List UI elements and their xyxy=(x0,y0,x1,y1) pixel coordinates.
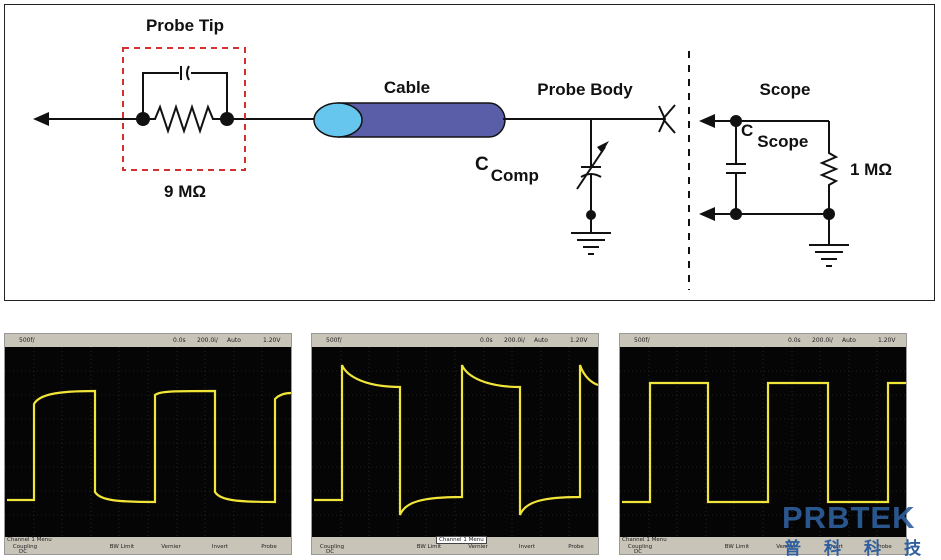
scope-timebase: 500f/ xyxy=(634,337,650,344)
scope-mode: Auto xyxy=(227,337,241,344)
scope-delay: 0.0s xyxy=(173,337,186,344)
softkey-bw-limit[interactable]: BW Limit xyxy=(416,544,442,550)
scope-softkey-bar: Channel 1 Menu Coupling DC BW Limit Vern… xyxy=(312,536,598,555)
scope-waveform-display xyxy=(5,347,291,538)
scope-label: Scope xyxy=(759,80,810,99)
softkey-invert[interactable]: Invert xyxy=(211,544,229,550)
scope-screen-properly-compensated: 500f/ 0.0s 200.0i/ Auto 1.20V Channel 1 … xyxy=(619,333,907,555)
scope-screen-under-compensated: 500f/ 0.0s 200.0i/ Auto 1.20V Channel 1 … xyxy=(4,333,292,555)
scope-menu-title: Channel 1 Menu xyxy=(622,537,667,543)
ground-icon xyxy=(571,232,611,255)
probe-tip-label: Probe Tip xyxy=(146,16,224,35)
c-scope-label: CScope xyxy=(741,121,808,151)
scope-timebase: 500f/ xyxy=(19,337,35,344)
probe-tip-box xyxy=(122,47,246,171)
softkey-bw-limit[interactable]: BW Limit xyxy=(109,544,135,550)
softkey-coupling[interactable]: Coupling xyxy=(627,544,653,550)
scope-top-bar: 500f/ 0.0s 200.0i/ Auto 1.20V xyxy=(5,334,291,347)
scope-resistance-label: 1 MΩ xyxy=(850,160,892,179)
scope-trigger-level: 1.20V xyxy=(878,337,896,344)
left-arrow xyxy=(33,112,49,126)
softkey-coupling-value: DC xyxy=(634,549,643,555)
scope-menu-title: Channel 1 Menu xyxy=(436,536,487,544)
softkey-vernier[interactable]: Vernier xyxy=(776,544,796,550)
softkey-probe[interactable]: Probe xyxy=(876,544,892,550)
softkey-probe[interactable]: Probe xyxy=(568,544,584,550)
scope-top-bar: 500f/ 0.0s 200.0i/ Auto 1.20V xyxy=(620,334,906,347)
cable-icon xyxy=(313,102,506,138)
scope-mode: Auto xyxy=(534,337,548,344)
waveform-trace xyxy=(7,389,291,504)
scope-time-div: 200.0i/ xyxy=(812,337,833,344)
scope-delay: 0.0s xyxy=(788,337,801,344)
scope-top-bar: 500f/ 0.0s 200.0i/ Auto 1.20V xyxy=(312,334,598,347)
probe-tip-resistance-label: 9 MΩ xyxy=(164,182,206,201)
softkey-invert[interactable]: Invert xyxy=(518,544,536,550)
probe-schematic: Probe Tip 9 MΩ Cable Probe Body xyxy=(33,16,892,290)
softkey-coupling[interactable]: Coupling xyxy=(12,544,38,550)
softkey-coupling-value: DC xyxy=(19,549,28,555)
scope-delay: 0.0s xyxy=(480,337,493,344)
scope-waveform-display xyxy=(620,347,906,538)
scope-screen-over-compensated: 500f/ 0.0s 200.0i/ Auto 1.20V Channel 1 … xyxy=(311,333,599,555)
scope-waveform-display xyxy=(312,347,598,538)
waveform-trace xyxy=(314,364,598,516)
softkey-coupling-value: DC xyxy=(326,549,335,555)
probe-tip-rc-network xyxy=(136,65,234,135)
scope-mode: Auto xyxy=(842,337,856,344)
prbtek-watermark-logo: PRBTEK 普科科技 xyxy=(782,500,932,559)
probe-body-label: Probe Body xyxy=(537,80,633,99)
scope-trigger-level: 1.20V xyxy=(570,337,588,344)
waveform-trace xyxy=(622,381,906,504)
softkey-bw-limit[interactable]: BW Limit xyxy=(724,544,750,550)
scope-softkey-bar: Channel 1 Menu Coupling DC BW Limit Vern… xyxy=(5,537,291,554)
softkey-probe[interactable]: Probe xyxy=(261,544,277,550)
c-comp-label: CComp xyxy=(475,154,539,185)
scope-timebase: 500f/ xyxy=(326,337,342,344)
cable-label: Cable xyxy=(384,78,430,97)
scope-time-div: 200.0i/ xyxy=(504,337,525,344)
softkey-vernier[interactable]: Vernier xyxy=(468,544,488,550)
compensation-capacitor-icon xyxy=(576,119,609,233)
softkey-coupling[interactable]: Coupling xyxy=(319,544,345,550)
scope-input-network xyxy=(699,114,849,267)
scope-menu-title: Channel 1 Menu xyxy=(7,537,52,543)
scope-trigger-level: 1.20V xyxy=(263,337,281,344)
watermark-cjk-text: 普科科技 xyxy=(784,539,941,559)
watermark-latin-text: PRBTEK xyxy=(782,500,916,535)
softkey-vernier[interactable]: Vernier xyxy=(161,544,181,550)
probe-schematic-panel: Probe Tip 9 MΩ Cable Probe Body xyxy=(4,4,935,301)
scope-softkey-bar: Channel 1 Menu Coupling DC BW Limit Vern… xyxy=(620,537,906,554)
scope-time-div: 200.0i/ xyxy=(197,337,218,344)
probe-connector-icon xyxy=(658,105,667,133)
softkey-invert[interactable]: Invert xyxy=(826,544,844,550)
